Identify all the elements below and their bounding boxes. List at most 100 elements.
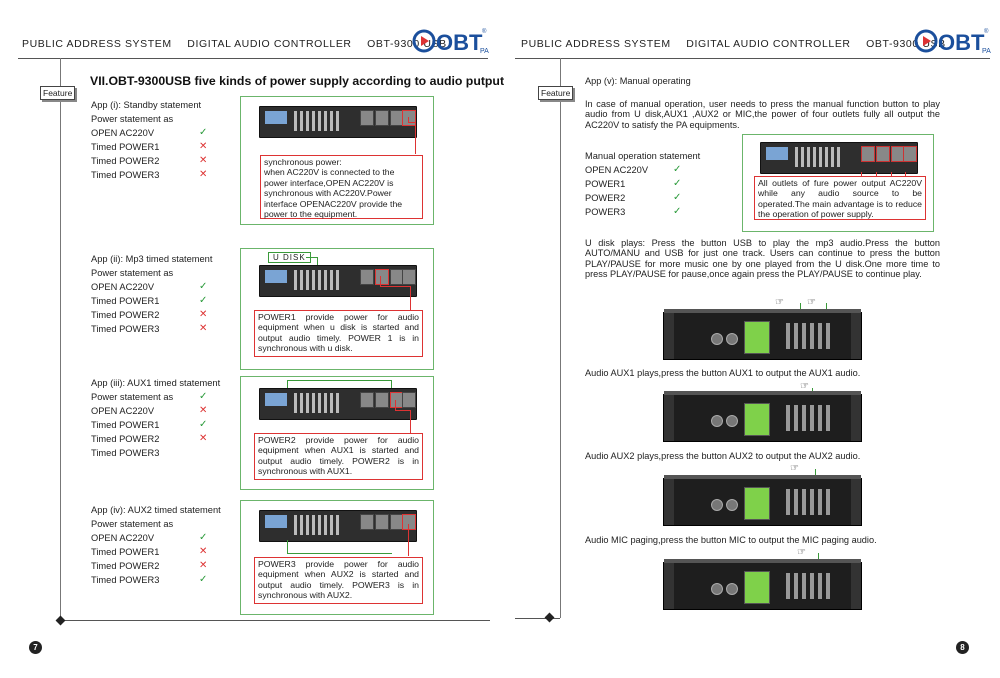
check-icon: ✓: [199, 419, 208, 430]
header-item: PUBLIC ADDRESS SYSTEM: [521, 38, 671, 50]
power-statement-label: Power statement as: [91, 268, 174, 278]
power-label: OPEN AC220V: [91, 282, 155, 292]
power-label: OPEN AC220V: [91, 533, 155, 543]
power-label: Timed POWER3: [91, 575, 160, 585]
power-row: Timed POWER3 ✓: [91, 573, 221, 587]
check-icon: ✓: [673, 206, 682, 217]
cross-icon: ✕: [199, 323, 208, 334]
pointing-hand-icon: ☞: [797, 547, 806, 558]
check-icon: ✓: [199, 127, 208, 138]
diagram-box: [240, 376, 434, 490]
obt-logo: OBT PA ®: [914, 28, 991, 55]
power-label: OPEN AC220V: [91, 128, 155, 138]
header-item: PUBLIC ADDRESS SYSTEM: [22, 38, 172, 50]
device-rear-panel: [259, 388, 417, 420]
power-label: Timed POWER2: [91, 310, 160, 320]
cross-icon: ✕: [199, 309, 208, 320]
app-v-heading: App (v): Manual operating: [585, 76, 691, 86]
page-number: 8: [956, 641, 969, 654]
annotation-note: synchronous power: when AC220V is connec…: [260, 155, 423, 219]
annotation-note: POWER3 provide power for audio equipment…: [254, 557, 423, 604]
check-icon: ✓: [673, 164, 682, 175]
logo-sub: PA: [982, 48, 991, 55]
margin-rule: [60, 58, 61, 620]
power-row: Timed POWER1 ✓: [91, 418, 220, 432]
header-rule: [515, 58, 990, 59]
cross-icon: ✕: [199, 405, 208, 416]
app-heading: App (iv): AUX2 timed statement: [91, 505, 221, 515]
footer-diamond: [544, 612, 555, 623]
rack-unit-front: [663, 559, 862, 610]
device-rear-panel: [259, 510, 417, 542]
device-rear-panel: [259, 265, 417, 297]
power-label: Timed POWER2: [91, 156, 160, 166]
right-page: PUBLIC ADDRESS SYSTEM DIGITAL AUDIO CONT…: [500, 0, 1000, 678]
check-icon: ✓: [199, 281, 208, 292]
power-row: Timed POWER2 ✕: [91, 432, 220, 446]
power-label: Timed POWER2: [91, 434, 160, 444]
logo-text: OBT: [436, 30, 483, 55]
annotation-note: POWER1 provide power for audio equipment…: [254, 310, 423, 357]
device-rear-panel: [760, 142, 918, 174]
diagram-box: [240, 500, 434, 615]
app-heading: App (iii): AUX1 timed statement: [91, 378, 221, 388]
diagram-box: [742, 134, 934, 232]
feature-tag: Feature: [40, 86, 76, 100]
page-header: PUBLIC ADDRESS SYSTEM DIGITAL AUDIO CONT…: [22, 38, 459, 50]
power-row: Timed POWER2✕: [91, 559, 221, 573]
power-row: Timed POWER3: [91, 446, 220, 460]
caption-mic: Audio MIC paging,press the button MIC to…: [585, 535, 877, 545]
power-label: POWER1: [585, 179, 626, 189]
page-number: 7: [29, 641, 42, 654]
logo-sub: PA: [480, 48, 489, 55]
logo-registered: ®: [984, 28, 989, 35]
power-label: Timed POWER1: [91, 296, 160, 306]
cross-icon: ✕: [199, 433, 208, 444]
footer-rule: [515, 618, 560, 619]
rack-unit-front: [663, 475, 862, 526]
header-item: DIGITAL AUDIO CONTROLLER: [187, 38, 352, 50]
power-label: POWER3: [585, 207, 626, 217]
power-label: Timed POWER1: [91, 420, 160, 430]
section-title: VII.OBT-9300USB five kinds of power supp…: [90, 74, 505, 88]
footer-diamond: [55, 615, 66, 626]
udisk-paragraph: U disk plays: Press the button USB to pl…: [585, 238, 940, 280]
check-icon: ✓: [673, 192, 682, 203]
check-icon: ✓: [199, 532, 208, 543]
left-page: PUBLIC ADDRESS SYSTEM DIGITAL AUDIO CONT…: [18, 28, 504, 654]
pointing-hand-icon: ☞: [800, 381, 809, 392]
app-heading: App (ii): Mp3 timed statement: [91, 254, 213, 264]
power-label: OPEN AC220V: [585, 165, 649, 175]
power-row: OPEN AC220V ✓: [91, 531, 221, 545]
power-row: OPEN AC220V✕: [91, 404, 220, 418]
header-item: DIGITAL AUDIO CONTROLLER: [686, 38, 851, 50]
pointing-hand-icon: ☞: [775, 297, 784, 308]
manual-heading: Manual operation statement: [585, 151, 701, 161]
power-label: Timed POWER3: [91, 324, 160, 334]
cross-icon: ✕: [199, 560, 208, 571]
rack-unit-front: [663, 391, 862, 442]
power-row: OPEN AC220V ✓: [585, 163, 700, 177]
cross-icon: ✕: [199, 155, 208, 166]
udisk-tag: U DISK: [268, 252, 311, 263]
diagram-box: [240, 96, 434, 225]
obt-logo: OBT PA ®: [412, 28, 489, 55]
power-label: Timed POWER3: [91, 448, 160, 458]
pointing-hand-icon: ☞: [790, 463, 799, 474]
margin-rule: [560, 58, 561, 618]
intro-paragraph: In case of manual operation, user needs …: [585, 99, 940, 130]
logo-text: OBT: [938, 30, 985, 55]
check-icon: ✓: [199, 391, 208, 402]
power-row: OPEN AC220V ✓: [91, 126, 207, 140]
annotation-note: All outlets of fure power output AC220V …: [754, 176, 926, 220]
caption-aux2: Audio AUX2 plays,press the button AUX2 t…: [585, 451, 861, 461]
power-statement-label: Power statement as: [91, 519, 174, 529]
caption-aux1: Audio AUX1 plays,press the button AUX1 t…: [585, 368, 861, 378]
header-rule: [18, 58, 488, 59]
check-icon: ✓: [199, 574, 208, 585]
power-row: POWER3 ✓: [585, 205, 700, 219]
